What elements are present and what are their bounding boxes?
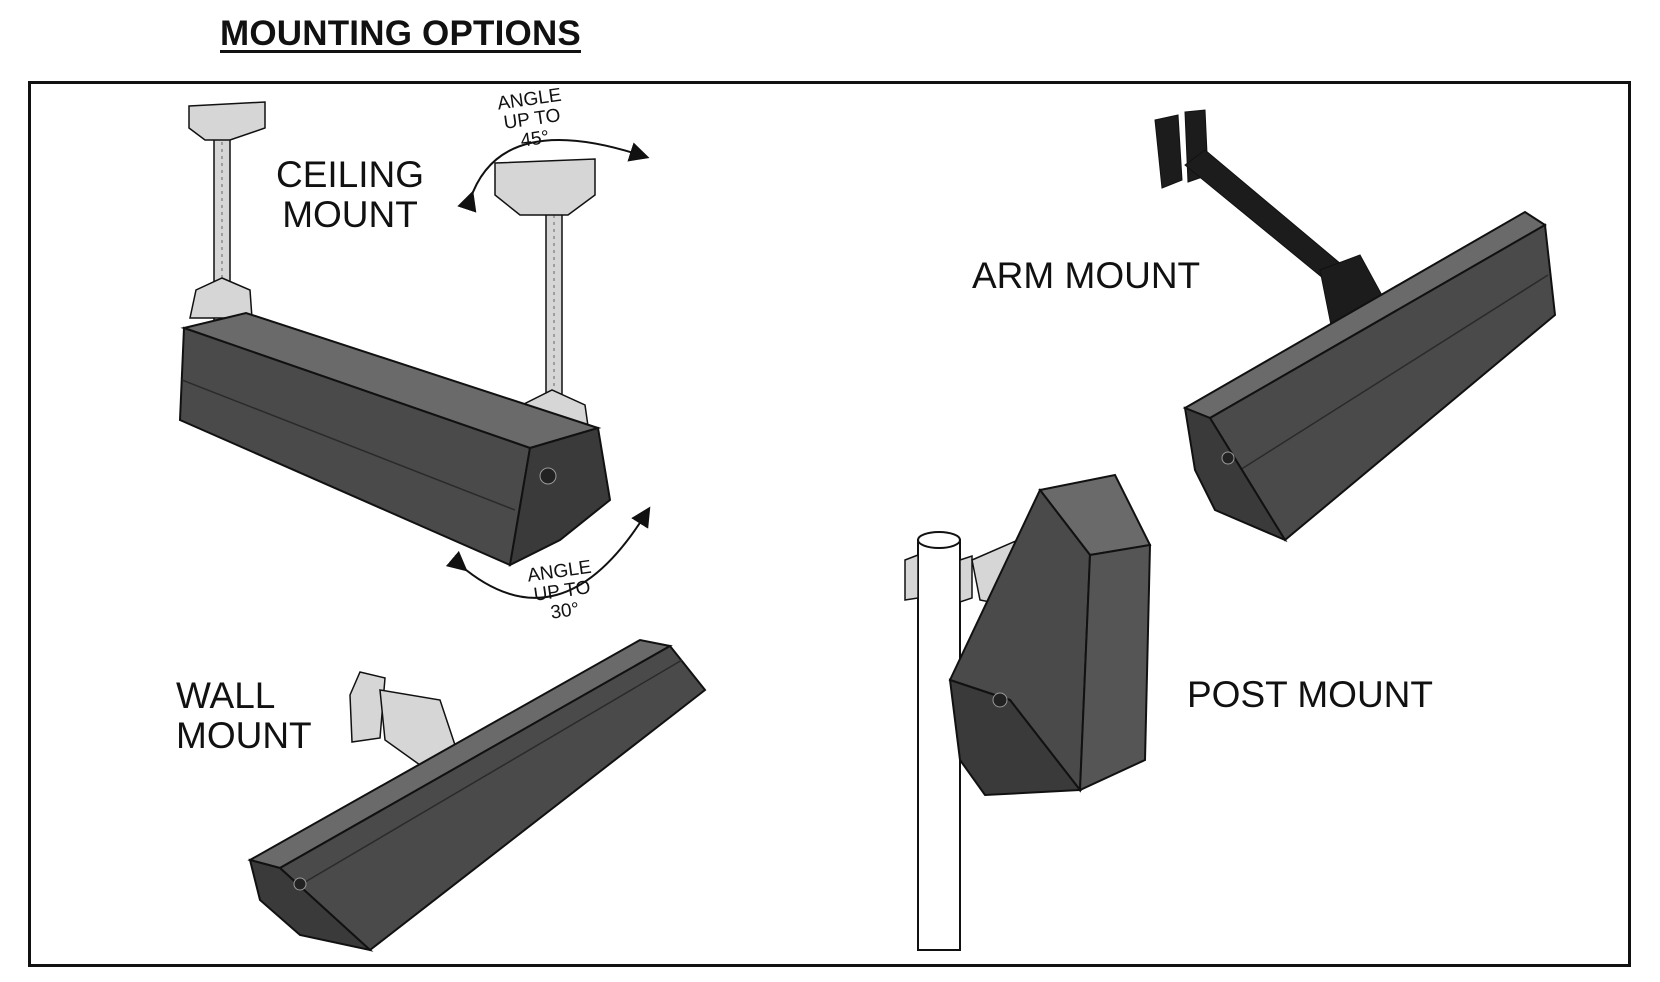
angle-45-label: ANGLE UP TO 45° [495,84,563,152]
post-mount-label: POST MOUNT [1187,674,1433,715]
wall-mount-heater [247,638,707,952]
ceiling-mount-heater [178,101,651,599]
page-title: MOUNTING OPTIONS [220,14,581,53]
diagram-frame [28,81,1631,967]
arm-mount-label: ARM MOUNT [972,255,1201,296]
post-mount-heater [904,473,1152,951]
ceiling-mount-label: CEILING MOUNT [276,154,425,235]
angle-30-label: ANGLE UP TO 30° [525,556,593,624]
wall-mount-label: WALL MOUNT [176,675,312,756]
arm-mount-heater [1154,109,1557,543]
